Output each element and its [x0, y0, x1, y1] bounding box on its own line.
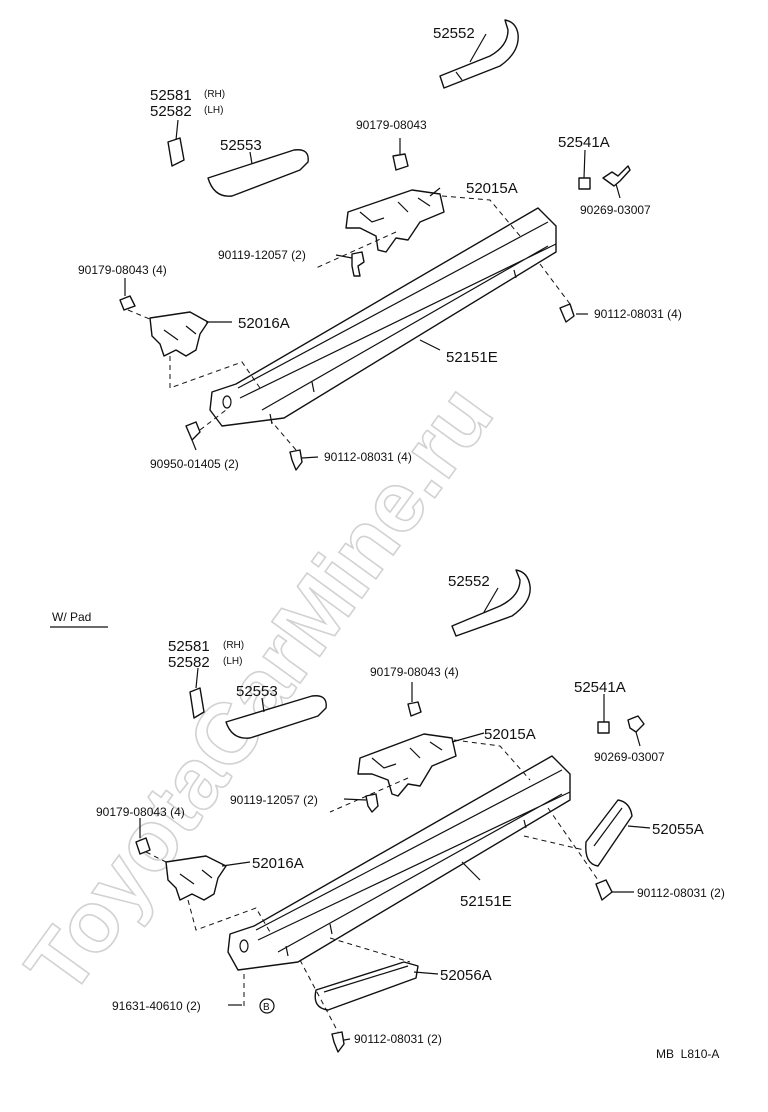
- label-52151E-bottom: 52151E: [460, 893, 512, 910]
- label-52581-side-top: (RH): [204, 89, 225, 100]
- reference-code: MB L810-A: [656, 1047, 719, 1061]
- label-52056A-bottom: 52056A: [440, 967, 492, 984]
- label-52016A-bottom: 52016A: [252, 855, 304, 872]
- marker-b: B: [263, 1002, 270, 1013]
- part-52552-bottom: [451, 569, 531, 637]
- part-90179-4-top: [119, 295, 136, 311]
- part-90112-b-bottom: [331, 1031, 345, 1053]
- label-52552-bottom: 52552: [448, 573, 490, 590]
- label-52582-side-bottom: (LH): [223, 656, 242, 667]
- label-90112-b-bottom: 90112-08031 (2): [354, 1032, 442, 1046]
- part-52553-top: [207, 149, 309, 197]
- section-title-w-pad: W/ Pad: [52, 610, 91, 624]
- label-90950-top: 90950-01405 (2): [150, 457, 239, 471]
- part-52055A-bottom: [585, 799, 633, 867]
- part-90179-4-bottom: [135, 837, 151, 855]
- label-52552-top: 52552: [433, 25, 475, 42]
- part-52581-bottom: [189, 687, 205, 719]
- label-52581-side-bottom: (RH): [223, 640, 244, 651]
- part-52581-top: [167, 137, 185, 167]
- label-52015A-bottom: 52015A: [484, 726, 536, 743]
- label-90119-top: 90119-12057 (2): [218, 248, 306, 262]
- part-52541A-top: [578, 177, 591, 190]
- part-90119-top: [351, 251, 365, 277]
- part-90269-bottom: [627, 715, 645, 733]
- part-90950-top: [185, 421, 201, 441]
- label-90179-4-top: 90179-08043 (4): [78, 263, 167, 277]
- part-52553-bottom: [225, 695, 327, 739]
- part-52151E-top: [209, 207, 557, 427]
- label-52581-bottom: 52581: [168, 638, 210, 655]
- label-52582-top: 52582: [150, 103, 192, 120]
- label-52541A-top: 52541A: [558, 134, 610, 151]
- part-52056A-bottom: [314, 961, 419, 1011]
- label-52055A-bottom: 52055A: [652, 821, 704, 838]
- part-90119-bottom: [365, 793, 379, 813]
- label-52582-side-top: (LH): [204, 105, 223, 116]
- label-90112-b-top: 90112-08031 (4): [324, 450, 412, 464]
- label-90179-4-bottom: 90179-08043 (4): [96, 805, 185, 819]
- bottom-diagram: W/ Pad: [50, 569, 725, 1053]
- part-52151E-bottom: [227, 755, 571, 971]
- part-52541A-bottom: [597, 721, 610, 734]
- part-52016A-bottom: [165, 855, 227, 901]
- label-52016A-top: 52016A: [238, 315, 290, 332]
- label-52151E-top: 52151E: [446, 349, 498, 366]
- label-90112-r-top: 90112-08031 (4): [594, 307, 682, 321]
- label-52541A-bottom: 52541A: [574, 679, 626, 696]
- marker-b-circle: [259, 998, 275, 1014]
- label-52553-bottom: 52553: [236, 683, 278, 700]
- part-52015A-bottom: [357, 733, 457, 797]
- part-90112-r-top: [559, 303, 575, 323]
- part-90112-r-bottom: [595, 879, 613, 901]
- part-90179-bottom: [407, 701, 422, 717]
- label-90119-bottom: 90119-12057 (2): [230, 793, 318, 807]
- label-90179-top: 90179-08043: [356, 118, 427, 132]
- part-52016A-top: [149, 311, 209, 357]
- label-52553-top: 52553: [220, 137, 262, 154]
- label-90269-top: 90269-03007: [580, 203, 651, 217]
- top-diagram: 52552 52581 (RH) 52582 (LH) 52553 90179-…: [78, 19, 682, 471]
- part-90269-top: [602, 165, 631, 187]
- part-52552-top: [439, 19, 519, 89]
- label-52581-top: 52581: [150, 87, 192, 104]
- label-52015A-top: 52015A: [466, 180, 518, 197]
- part-52015A-top: [345, 189, 445, 253]
- label-52582-bottom: 52582: [168, 654, 210, 671]
- label-90269-bottom: 90269-03007: [594, 750, 665, 764]
- part-90179-top: [392, 153, 409, 171]
- label-91631-bottom: 91631-40610 (2): [112, 999, 201, 1013]
- label-90179-bottom: 90179-08043 (4): [370, 665, 459, 679]
- part-90112-b-top: [289, 449, 303, 471]
- label-90112-r-bottom: 90112-08031 (2): [637, 886, 725, 900]
